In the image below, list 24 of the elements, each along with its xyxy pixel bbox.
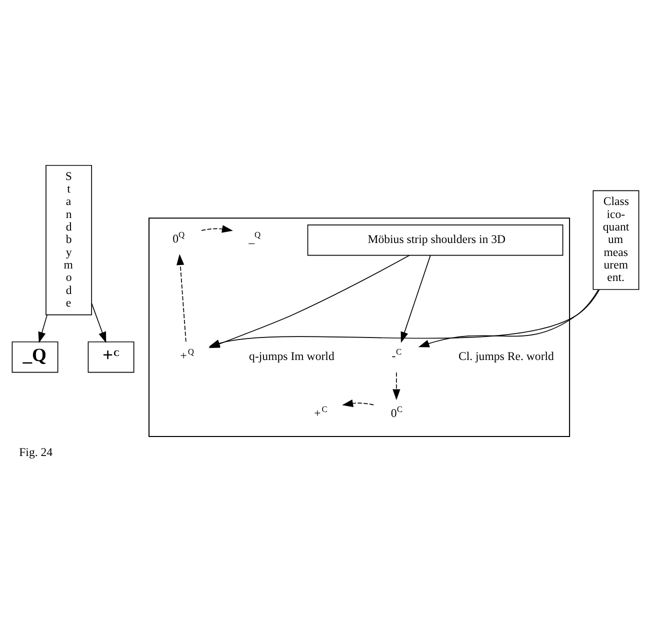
arrow (91, 302, 106, 343)
arrow (208, 289, 600, 347)
node-box: S t a n d b y m o d e (46, 164, 92, 316)
node-text: -$^{C}$ (392, 346, 402, 362)
caption: Fig. 24 (19, 445, 53, 460)
arrow (201, 225, 233, 233)
arrow (38, 314, 48, 344)
node-box: Möbius strip shoulders in 3D (307, 224, 564, 256)
label: q-jumps Im world (249, 349, 334, 364)
label: Cl. jumps Re. world (458, 349, 554, 364)
node-text: +$^{Q}$ (180, 346, 194, 362)
node-text: 0$^{C}$ (390, 404, 402, 420)
arrow (342, 400, 374, 408)
node-text: _$^{Q}$ (248, 229, 261, 246)
node-text: +$^{C}$ (314, 404, 328, 420)
arrow (392, 372, 400, 400)
node-box: +$^{C}$ (88, 341, 134, 373)
arrow (400, 254, 431, 343)
arrow (418, 289, 599, 348)
cluster (148, 218, 570, 437)
node-box: Class ico- quant um meas urem ent. (592, 190, 640, 290)
node-text: 0$^{Q}$ (172, 229, 185, 246)
node-box: _Q (12, 341, 58, 373)
arrow (176, 254, 186, 342)
